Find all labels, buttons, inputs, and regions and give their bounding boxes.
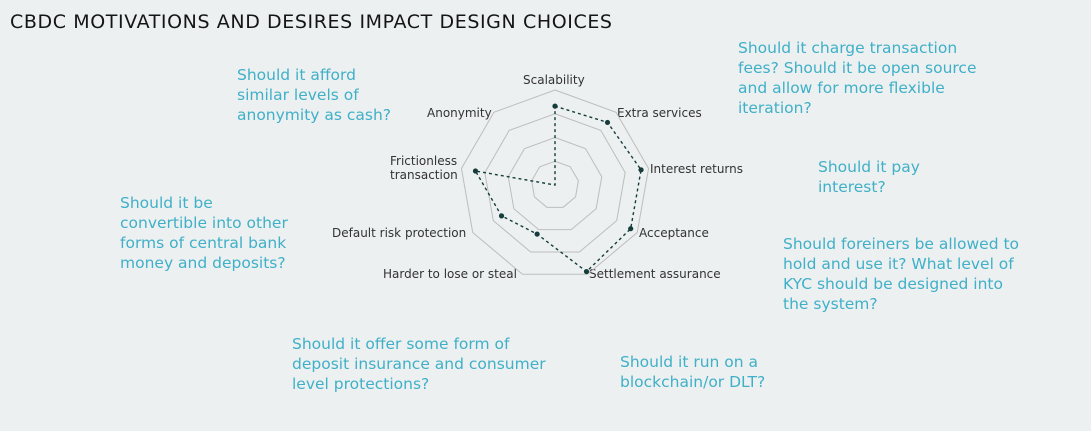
radar-point — [472, 168, 479, 174]
axis-label-default-risk: Default risk protection — [332, 226, 467, 240]
radar-point — [498, 213, 505, 219]
axis-label-anonymity: Anonymity — [427, 106, 492, 120]
page-title: CBDC MOTIVATIONS AND DESIRES IMPACT DESI… — [10, 11, 613, 33]
radar-point — [534, 231, 540, 237]
radar-profile — [474, 105, 642, 273]
question-fees: Should it charge transaction fees? Shoul… — [738, 39, 977, 117]
axis-label-acceptance: Acceptance — [639, 226, 709, 240]
axis-label-frictionless: Frictionless transaction — [390, 154, 458, 182]
radar-point — [552, 103, 558, 109]
radar-point — [604, 119, 611, 126]
radar-point — [638, 167, 644, 173]
axis-label-settlement-assurance: Settlement assurance — [589, 267, 721, 281]
axis-label-scalability: Scalability — [523, 73, 585, 87]
axis-label-frictionless-line1: Frictionless — [390, 154, 458, 168]
radar-ring — [484, 113, 626, 253]
question-foreigners: Should foreiners be allowed to hold and … — [783, 235, 1020, 313]
axis-label-interest-returns: Interest returns — [650, 162, 743, 176]
radar-ring — [507, 136, 603, 231]
question-anonymity: Should it afford similar levels of anony… — [237, 66, 392, 124]
question-convertible: Should it be convertible into other form… — [120, 194, 288, 272]
axis-label-frictionless-line2: transaction — [390, 168, 458, 182]
radar-ring — [531, 160, 579, 208]
radar-point — [628, 226, 634, 232]
radar-ring — [460, 89, 650, 275]
axis-label-harder-to-lose: Harder to lose or steal — [383, 267, 517, 281]
axis-label-extra-services: Extra services — [617, 106, 702, 120]
question-blockchain: Should it run on a blockchain/or DLT? — [620, 353, 766, 391]
question-interest: Should it pay interest? — [818, 158, 920, 196]
question-insurance: Should it offer some form of deposit ins… — [292, 335, 546, 393]
radar-point — [583, 268, 590, 275]
